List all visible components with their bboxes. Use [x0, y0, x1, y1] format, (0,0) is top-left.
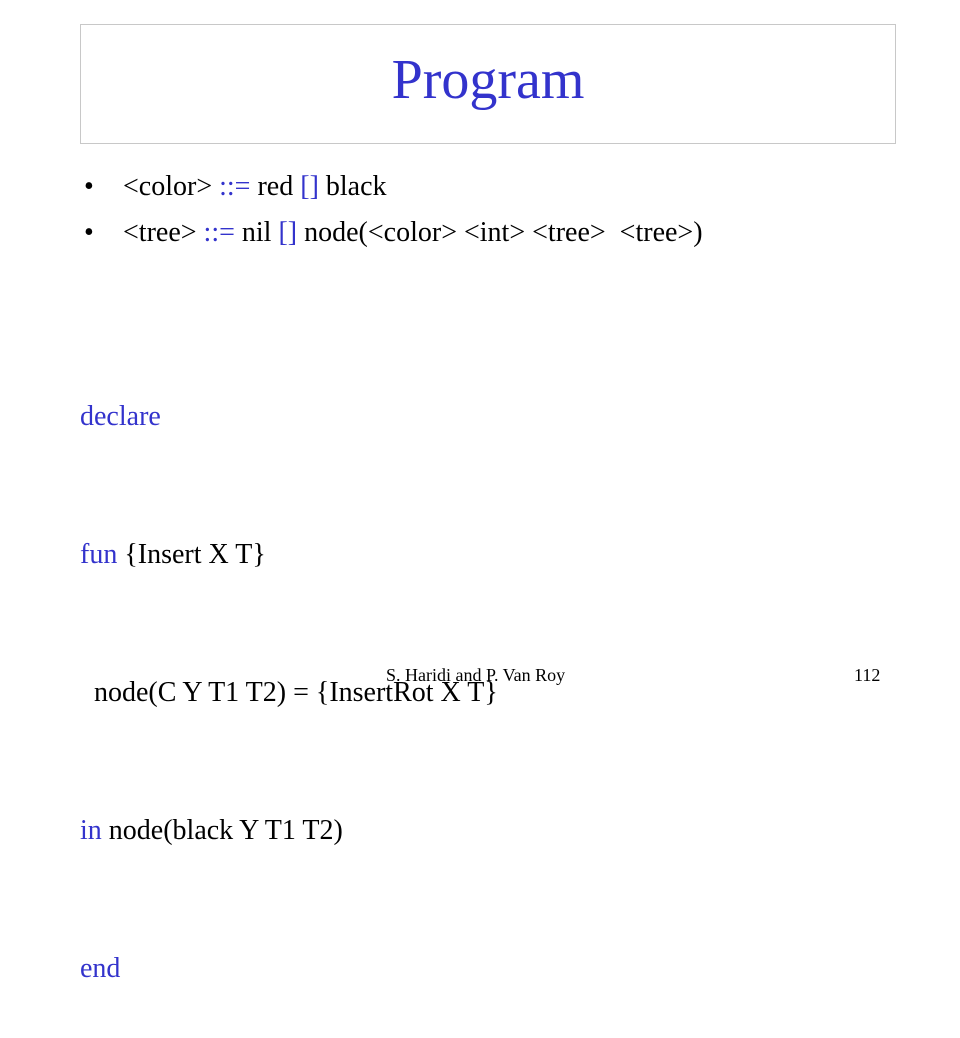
bullet-dot-icon: •	[84, 217, 94, 248]
bullet-dot-icon: •	[84, 171, 94, 202]
alternative-red: red	[257, 171, 294, 202]
keyword-declare: declare	[80, 401, 161, 432]
code-line-fun: fun {Insert X T}	[80, 532, 498, 578]
grammar-bullet-list: • <color> ::= red [] black • <tree> ::= …	[80, 164, 703, 256]
function-signature: {Insert X T}	[124, 539, 266, 570]
choice-separator: []	[278, 217, 298, 248]
code-line-in: in node(black Y T1 T2)	[80, 808, 498, 854]
alternative-nil: nil	[241, 217, 272, 248]
bullet-color-grammar: • <color> ::= red [] black	[80, 164, 703, 210]
keyword-fun: fun	[80, 539, 118, 570]
define-operator: ::=	[219, 171, 251, 202]
keyword-end: end	[80, 953, 121, 984]
choice-separator: []	[300, 171, 319, 202]
alternative-black: black	[325, 171, 387, 202]
code-line-declare: declare	[80, 394, 498, 440]
bullet-tree-grammar: • <tree> ::= nil [] node(<color> <int> <…	[80, 210, 703, 256]
code-line-body: node(C Y T1 T2) = {InsertRot X T}	[80, 670, 498, 716]
title-box: Program	[80, 24, 896, 144]
slide-title: Program	[391, 49, 585, 111]
nonterminal-color: <color>	[123, 171, 213, 202]
footer-author: S. Haridi and P. Van Roy	[386, 665, 566, 685]
alternative-node: node(<color> <int> <tree> <tree>)	[304, 217, 703, 248]
keyword-in: in	[80, 815, 102, 846]
code-line-end: end	[80, 946, 498, 992]
return-expression: node(black Y T1 T2)	[108, 815, 343, 846]
footer-page-number: 112	[854, 665, 881, 685]
pattern-assignment: node(C Y T1 T2) = {InsertRot X T}	[94, 677, 498, 708]
nonterminal-tree: <tree>	[123, 217, 197, 248]
define-operator: ::=	[203, 217, 235, 248]
